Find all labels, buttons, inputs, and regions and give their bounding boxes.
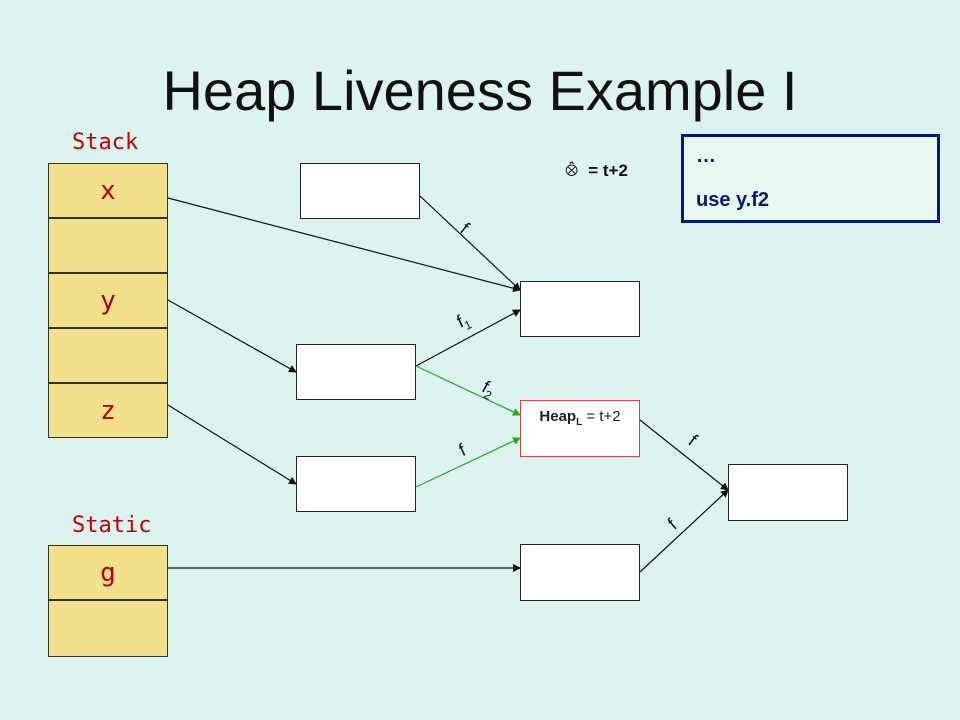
arrow-zobj-f-live bbox=[415, 437, 521, 488]
static-cell-empty bbox=[48, 600, 168, 657]
arrow-top-to-shared bbox=[419, 195, 521, 291]
static-label: Static bbox=[72, 513, 152, 538]
code-line-ellipsis: … bbox=[696, 145, 716, 167]
arrow-yobj-f2-live bbox=[415, 365, 521, 416]
stack-cell-x: x bbox=[48, 163, 168, 218]
stack-cell-empty-2 bbox=[48, 328, 168, 383]
heap-object-y bbox=[296, 344, 416, 400]
stack-label: Stack bbox=[72, 130, 139, 155]
page-title: Heap Liveness Example I bbox=[162, 59, 798, 122]
heap-object-top bbox=[300, 163, 420, 219]
code-line-use: use y.f2 bbox=[696, 189, 769, 211]
stack-cell-empty-1 bbox=[48, 218, 168, 273]
heap-object-target: HeapL = t+2 bbox=[520, 400, 640, 457]
heap-liveness-label: HeapL = t+2 bbox=[539, 408, 621, 428]
code-box: … use y.f2 bbox=[681, 134, 940, 223]
arrow-y-to-yobj bbox=[167, 299, 297, 373]
heap-object-right bbox=[728, 464, 848, 521]
arrow-z-to-zobj bbox=[167, 404, 297, 485]
arrow-yobj-f1 bbox=[415, 309, 521, 367]
heap-object-z bbox=[296, 456, 416, 512]
clock-icon: ⨶ bbox=[565, 161, 579, 180]
time-note: ⨶ = t+2 bbox=[565, 161, 628, 181]
stack-cell-y: y bbox=[48, 273, 168, 328]
heap-object-shared bbox=[520, 281, 640, 337]
heap-object-g bbox=[520, 544, 640, 601]
arrow-target-to-right bbox=[639, 419, 729, 491]
arrow-gobj-to-right bbox=[639, 489, 729, 573]
arrow-x-to-shared bbox=[167, 197, 521, 293]
stack-cell-z: z bbox=[48, 383, 168, 438]
time-note-text: = t+2 bbox=[588, 161, 628, 180]
static-cell-g: g bbox=[48, 545, 168, 600]
